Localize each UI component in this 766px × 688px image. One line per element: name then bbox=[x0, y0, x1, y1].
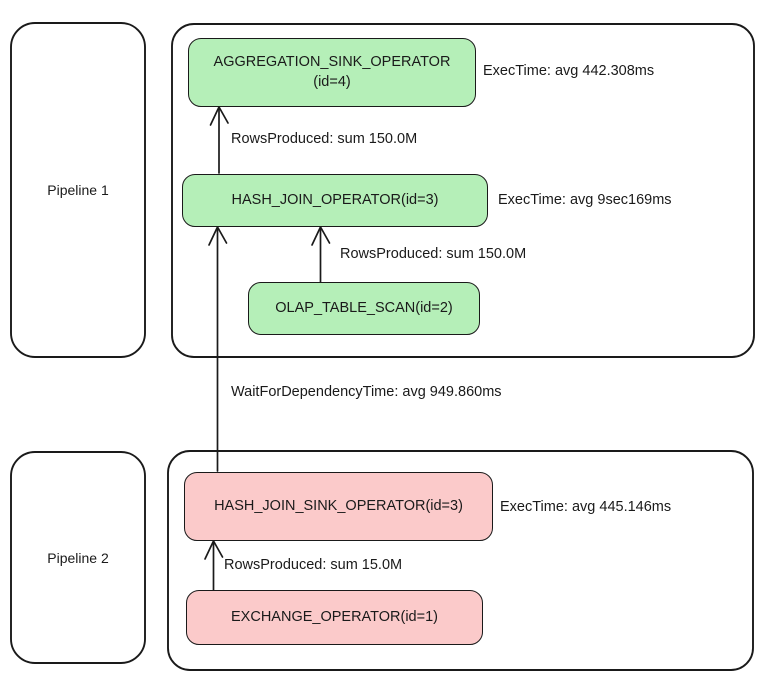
edge-label-hash-join-to-aggregation-sink: RowsProduced: sum 150.0M bbox=[231, 131, 417, 147]
edge-label-olap-scan-to-hash-join-text: RowsProduced: sum 150.0M bbox=[340, 246, 527, 262]
node-exchange-operator[interactable]: EXCHANGE_OPERATOR(id=1) bbox=[186, 590, 483, 645]
edge-olap-scan-to-hash-join-arrowhead bbox=[311, 226, 331, 246]
edge-hash-join-to-aggregation-sink-arrowhead bbox=[209, 106, 229, 126]
node-hash-join-operator-label: HASH_JOIN_OPERATOR(id=3) bbox=[231, 191, 439, 208]
node-aggregation-sink-operator-line1: AGGREGATION_SINK_OPERATOR bbox=[213, 53, 451, 70]
edge-label-olap-scan-to-hash-join: RowsProduced: sum 150.0M bbox=[340, 246, 526, 262]
node-olap-table-scan[interactable]: OLAP_TABLE_SCAN(id=2) bbox=[248, 282, 480, 335]
edge-hash-join-sink-to-hash-join-arrowhead bbox=[208, 226, 228, 246]
metric-exec-time-hash-join-text: ExecTime: avg 9sec169ms bbox=[498, 192, 672, 208]
metric-exec-time-hash-join-sink-text: ExecTime: avg 445.146ms bbox=[500, 499, 672, 515]
node-hash-join-operator[interactable]: HASH_JOIN_OPERATOR(id=3) bbox=[182, 174, 488, 227]
node-aggregation-sink-operator-line2: (id=4) bbox=[313, 73, 351, 90]
node-olap-table-scan-label: OLAP_TABLE_SCAN(id=2) bbox=[275, 299, 453, 316]
metric-exec-time-hash-join-sink: ExecTime: avg 445.146ms bbox=[500, 499, 671, 515]
metric-exec-time-hash-join: ExecTime: avg 9sec169ms bbox=[498, 192, 672, 208]
edge-label-hash-join-sink-to-hash-join: WaitForDependencyTime: avg 949.860ms bbox=[231, 384, 502, 400]
edge-exchange-to-hash-join-sink-arrowhead bbox=[204, 540, 224, 560]
pipeline-2-label-box bbox=[10, 451, 146, 664]
metric-exec-time-aggregation-sink-text: ExecTime: avg 442.308ms bbox=[483, 63, 655, 79]
node-aggregation-sink-operator[interactable]: AGGREGATION_SINK_OPERATOR (id=4) bbox=[188, 38, 476, 107]
edge-label-exchange-to-hash-join-sink: RowsProduced: sum 15.0M bbox=[224, 557, 402, 573]
edge-label-exchange-to-hash-join-sink-text: RowsProduced: sum 15.0M bbox=[224, 557, 403, 573]
edge-label-hash-join-to-aggregation-sink-text: RowsProduced: sum 150.0M bbox=[231, 131, 418, 147]
node-hash-join-sink-operator[interactable]: HASH_JOIN_SINK_OPERATOR(id=3) bbox=[184, 472, 493, 541]
metric-exec-time-aggregation-sink: ExecTime: avg 442.308ms bbox=[483, 63, 654, 79]
node-exchange-operator-label: EXCHANGE_OPERATOR(id=1) bbox=[231, 608, 438, 625]
node-aggregation-sink-operator-label: AGGREGATION_SINK_OPERATOR (id=4) bbox=[214, 53, 451, 92]
edge-label-hash-join-sink-to-hash-join-text: WaitForDependencyTime: avg 949.860ms bbox=[231, 384, 502, 400]
pipeline-1-label-box bbox=[10, 22, 146, 358]
node-hash-join-sink-operator-label: HASH_JOIN_SINK_OPERATOR(id=3) bbox=[214, 497, 463, 514]
